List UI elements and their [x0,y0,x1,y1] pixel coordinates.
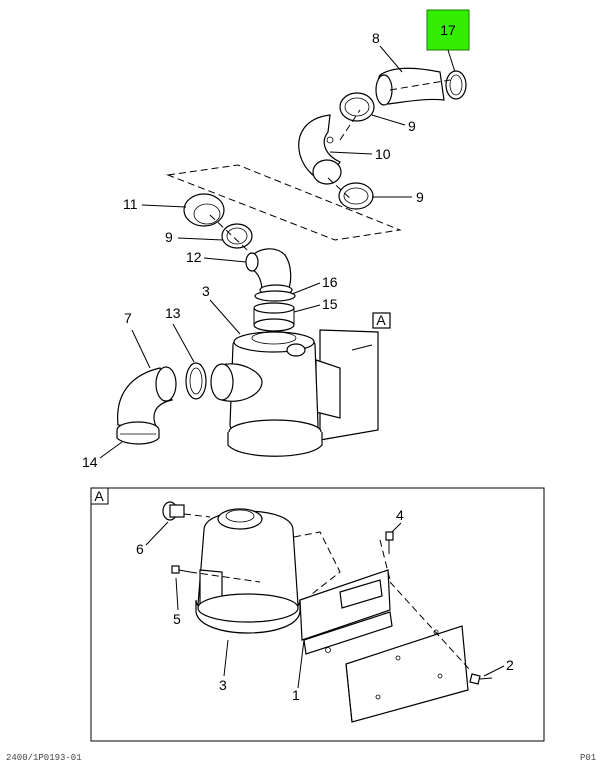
part-3-air-cleaner [210,331,323,457]
drawing-number: 2400/1P0193-01 [6,753,82,761]
callout-5: 5 [173,611,181,627]
callout-17-label: 17 [440,22,456,38]
part-1-bracket [299,569,393,655]
part-7-intake-elbow [116,366,177,445]
detail-a-frame: A [90,487,545,742]
part-4-screw [385,531,394,554]
part-8-hose [375,67,445,106]
callout-12: 12 [186,249,202,265]
routing-dash [293,531,341,595]
detail-ref-a: A [376,312,386,328]
callout-16: 16 [322,274,338,290]
callout-6: 6 [136,541,144,557]
callout-2: 2 [506,657,514,673]
part-5-bolt [171,565,261,583]
part-11-adapter [183,193,225,227]
callout-8: 8 [372,30,380,46]
part-12-elbow [245,248,293,296]
part-13-seal [185,362,207,400]
mounting-bracket [315,329,379,441]
part-17-clamp [445,70,467,100]
assembly-outline [166,164,402,241]
callout-3-top: 3 [202,283,210,299]
part-3-housing-detail [195,508,301,634]
callout-10: 10 [375,146,391,162]
callout-14: 14 [82,454,98,470]
page-code: P01 [580,753,596,761]
detail-ref-a-box[interactable] [372,312,391,329]
part-6-sensor [162,501,211,521]
callout-7: 7 [124,310,132,326]
callout-13: 13 [165,305,181,321]
callout-9-upper: 9 [408,118,416,134]
callout-15: 15 [322,296,338,312]
callout-4: 4 [396,507,404,523]
part-15-ring [253,302,295,332]
part-10-elbow-hose [298,114,342,185]
callout-3-bottom: 3 [219,677,227,693]
callout-11: 11 [123,196,138,212]
part-9-clamp-left [221,223,253,249]
part-2-bolt [469,673,493,685]
part-9-clamp-upper [339,92,375,122]
detail-a-label: A [94,488,104,504]
part-16-seal [254,290,296,302]
callout-17-highlight[interactable]: 17 [426,9,470,51]
part-9-clamp-right [338,182,374,210]
callout-9-right: 9 [416,189,424,205]
callout-9-left: 9 [165,229,173,245]
callout-1: 1 [292,687,300,703]
frame-rail [345,625,469,723]
